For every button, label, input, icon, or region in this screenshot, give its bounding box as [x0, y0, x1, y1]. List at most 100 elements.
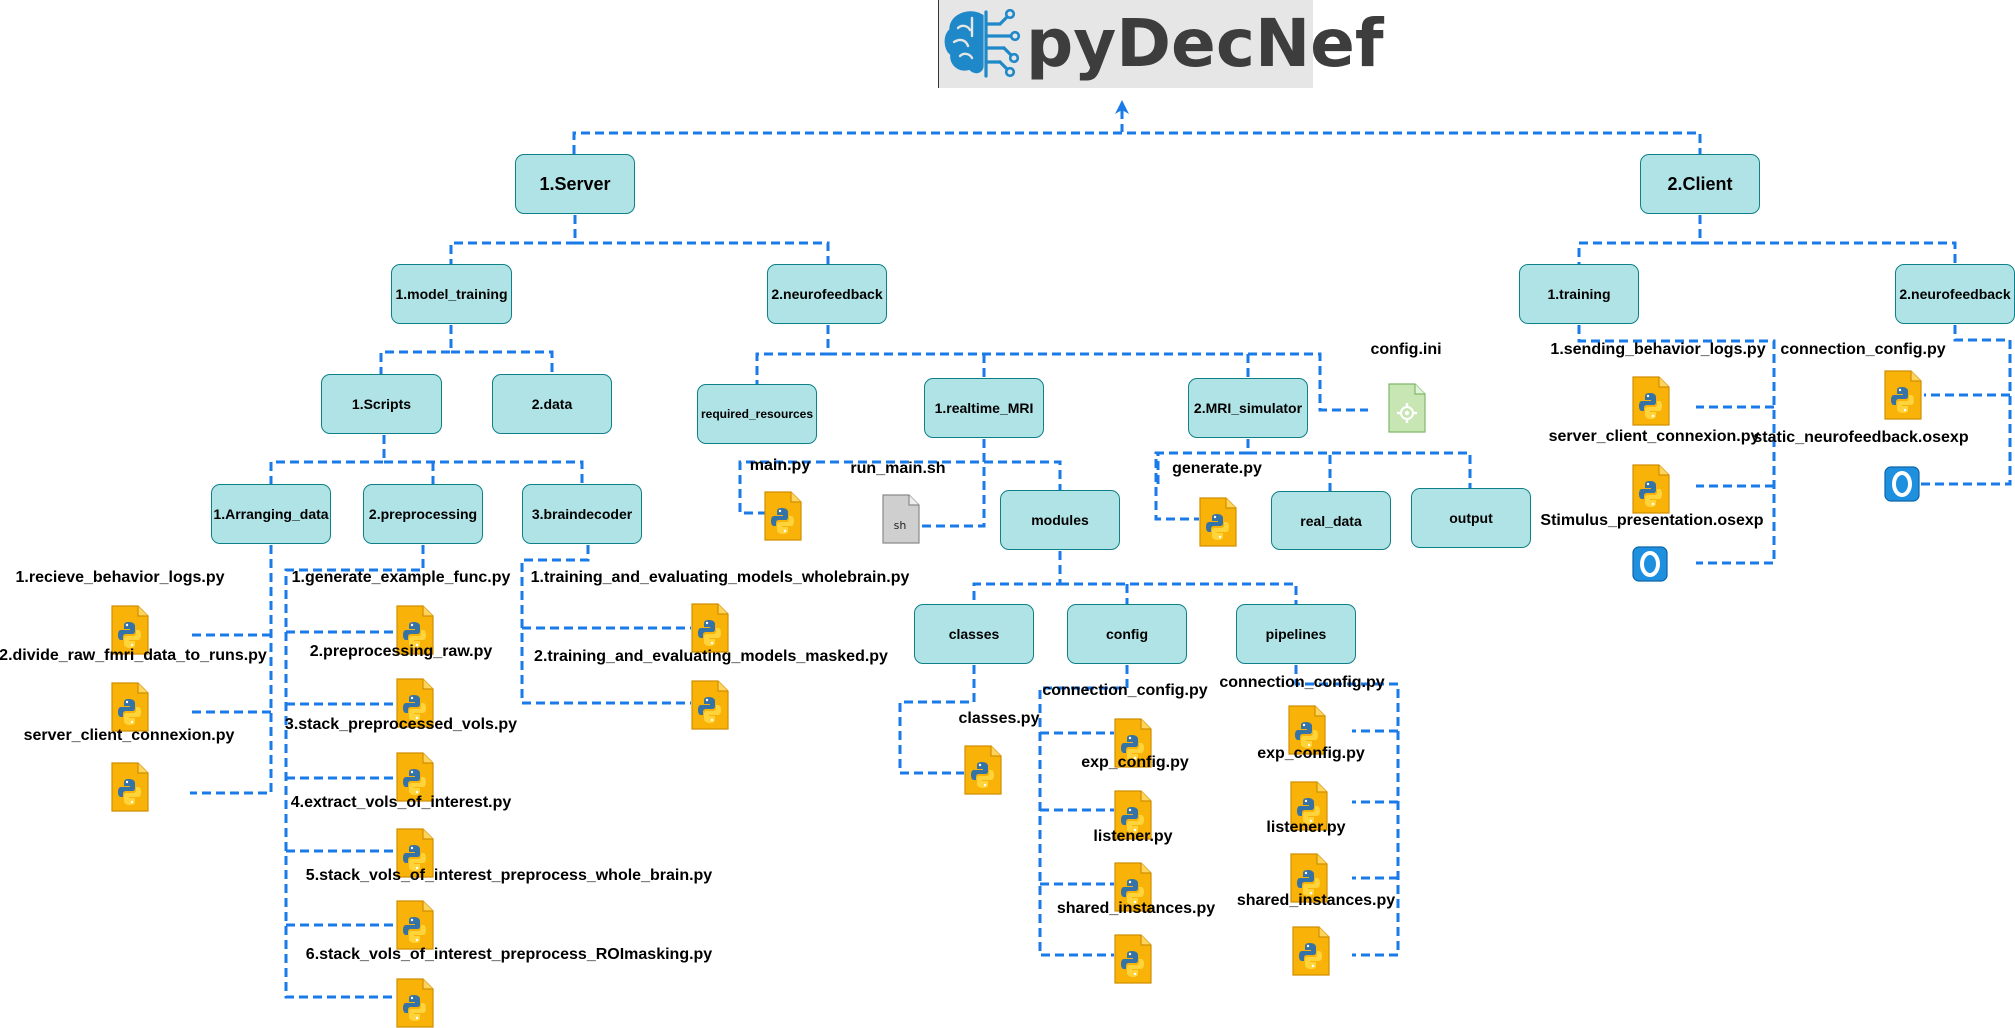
folder-client-training[interactable]: 1.training	[1519, 264, 1639, 324]
file-label: listener.py	[1093, 828, 1173, 845]
file-label: shared_instances.py	[1236, 892, 1396, 909]
connector-line	[1154, 439, 1250, 521]
connector-line	[1294, 665, 1400, 957]
file-label: main.py	[749, 457, 811, 474]
python-file-icon[interactable]	[111, 762, 149, 812]
folder-real-data[interactable]: real_data	[1271, 491, 1391, 550]
connector-line	[1038, 665, 1129, 957]
file-label: connection_config.py	[1219, 674, 1385, 691]
file-label: 2.training_and_evaluating_models_masked.…	[534, 648, 888, 665]
connector-line	[984, 460, 1062, 490]
file-label: server_client_connexion.py	[1548, 428, 1760, 445]
file-label: classes.py	[958, 710, 1040, 727]
python-file-icon[interactable]	[1632, 376, 1670, 426]
connector-line	[520, 545, 691, 705]
python-file-icon[interactable]	[396, 678, 434, 728]
file-label: Stimulus_presentation.osexp	[1540, 512, 1764, 529]
python-file-icon[interactable]	[1288, 705, 1326, 755]
connector-line	[1700, 241, 1957, 264]
connector-line	[449, 215, 577, 264]
folder-config[interactable]: config	[1067, 604, 1187, 664]
svg-text:sh: sh	[894, 519, 907, 532]
python-file-icon[interactable]	[111, 605, 149, 655]
file-label: 1.recieve_behavior_logs.py	[15, 569, 225, 586]
python-file-icon[interactable]	[1632, 464, 1670, 514]
python-file-icon[interactable]	[1292, 926, 1330, 976]
folder-braindecoder[interactable]: 3.braindecoder	[522, 484, 642, 544]
folder-realtime-mri[interactable]: 1.realtime_MRI	[924, 378, 1044, 438]
file-label: 6.stack_vols_of_interest_preprocess_ROIm…	[305, 946, 713, 963]
config-file-icon[interactable]	[1388, 383, 1426, 433]
folder-arranging-data[interactable]: 1.Arranging_data	[211, 484, 331, 544]
folder-model-training[interactable]: 1.model_training	[391, 264, 512, 324]
connector-line	[1920, 325, 2012, 486]
folder-pipelines[interactable]: pipelines	[1236, 604, 1356, 664]
folder-modules[interactable]: modules	[1000, 490, 1120, 550]
python-file-icon[interactable]	[1884, 370, 1922, 420]
opensesame-file-icon[interactable]	[1632, 546, 1668, 582]
file-label: static_neurofeedback.osexp	[1753, 429, 1969, 446]
python-file-icon[interactable]	[1290, 781, 1328, 831]
python-file-icon[interactable]	[1199, 497, 1237, 547]
pydecnef-logo: pyDecNef	[938, 0, 1384, 88]
connector-line	[755, 325, 830, 384]
python-file-icon[interactable]	[1114, 934, 1152, 984]
file-label: 2.divide_raw_fmri_data_to_runs.py	[0, 647, 267, 664]
shell-file-icon[interactable]: sh	[882, 494, 920, 544]
python-file-icon[interactable]	[691, 680, 729, 730]
connector-line	[1060, 582, 1298, 604]
file-label: run_main.sh	[850, 460, 946, 477]
python-file-icon[interactable]	[691, 603, 729, 653]
file-label: 4.extract_vols_of_interest.py	[290, 794, 512, 811]
python-file-icon[interactable]	[396, 900, 434, 950]
connector-line	[898, 665, 976, 775]
file-label: 2.preprocessing_raw.py	[309, 643, 493, 660]
python-file-icon[interactable]	[1114, 718, 1152, 768]
python-file-icon[interactable]	[396, 978, 434, 1028]
connector-line	[190, 545, 273, 795]
python-file-icon[interactable]	[1114, 862, 1152, 912]
connector-line	[972, 551, 1062, 604]
file-label: generate.py	[1172, 460, 1262, 477]
file-label: 1.training_and_evaluating_models_wholebr…	[530, 569, 910, 586]
file-label: 1.generate_example_func.py	[291, 569, 511, 586]
python-file-icon[interactable]	[396, 605, 434, 655]
arrow-up-icon	[1115, 100, 1129, 114]
file-label: connection_config.py	[1780, 341, 1946, 358]
file-label: listener.py	[1266, 819, 1346, 836]
folder-server[interactable]: 1.Server	[515, 154, 635, 214]
brain-circuit-icon	[944, 8, 1021, 78]
python-file-icon[interactable]	[1290, 853, 1328, 903]
folder-scripts[interactable]: 1.Scripts	[321, 374, 442, 434]
logo-title: pyDecNef	[1026, 5, 1384, 82]
connector-line	[828, 352, 1368, 412]
python-file-icon[interactable]	[764, 491, 802, 541]
connector-line	[575, 241, 830, 264]
folder-server-neurofeedback[interactable]: 2.neurofeedback	[767, 264, 887, 324]
connector-line	[1577, 325, 1776, 565]
connector-line	[284, 545, 425, 999]
opensesame-file-icon[interactable]	[1884, 466, 1920, 502]
file-label: config.ini	[1370, 341, 1442, 358]
folder-output[interactable]: output	[1411, 488, 1531, 548]
file-label: shared_instances.py	[1056, 900, 1216, 917]
folder-required-resources[interactable]: required_resources	[697, 384, 817, 444]
file-label: 5.stack_vols_of_interest_preprocess_whol…	[305, 867, 713, 884]
folder-client[interactable]: 2.Client	[1640, 154, 1760, 214]
python-file-icon[interactable]	[396, 752, 434, 802]
folder-preprocessing[interactable]: 2.preprocessing	[363, 484, 483, 544]
file-label: 1.sending_behavior_logs.py	[1550, 341, 1766, 358]
connector-line	[1248, 451, 1472, 488]
file-label: connection_config.py	[1042, 682, 1208, 699]
folder-classes[interactable]: classes	[914, 604, 1034, 664]
python-file-icon[interactable]	[396, 828, 434, 878]
folder-mri-simulator[interactable]: 2.MRI_simulator	[1188, 378, 1308, 438]
python-file-icon[interactable]	[964, 745, 1002, 795]
file-label: 3.stack_preprocessed_vols.py	[284, 716, 518, 733]
python-file-icon[interactable]	[1114, 790, 1152, 840]
folder-data[interactable]: 2.data	[492, 374, 612, 434]
python-file-icon[interactable]	[111, 682, 149, 732]
